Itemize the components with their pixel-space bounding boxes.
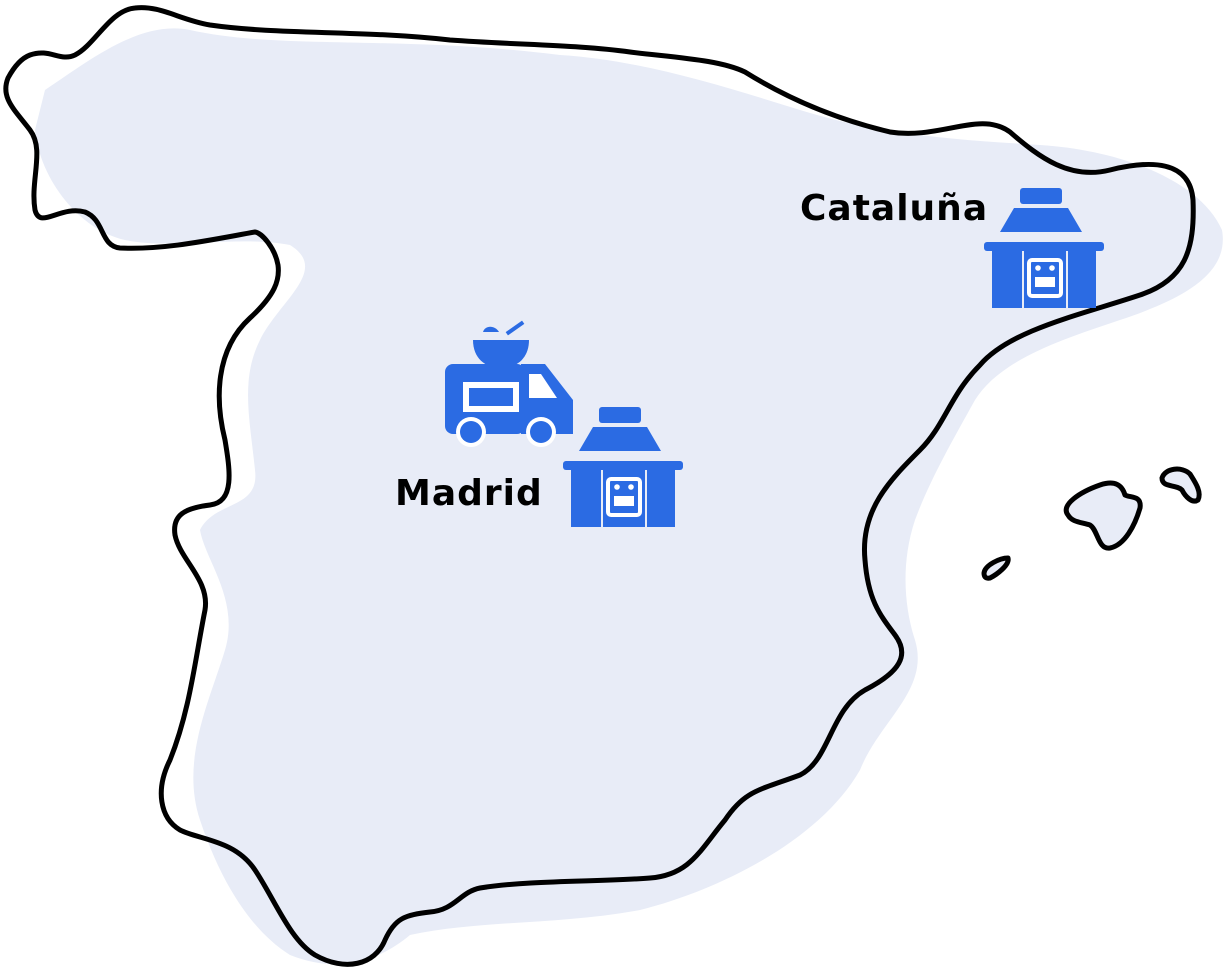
island-menorca: [1159, 466, 1202, 504]
island-ibiza: [981, 555, 1011, 581]
region-label-madrid: Madrid: [395, 473, 543, 514]
market-stall-icon: [984, 188, 1104, 308]
island-mallorca: [1063, 480, 1143, 551]
food-truck-icon: [445, 320, 573, 447]
mainland-outline: [3, 5, 1196, 967]
market-stall-icon: [563, 407, 683, 527]
region-label-cataluna: Cataluña: [800, 188, 988, 229]
